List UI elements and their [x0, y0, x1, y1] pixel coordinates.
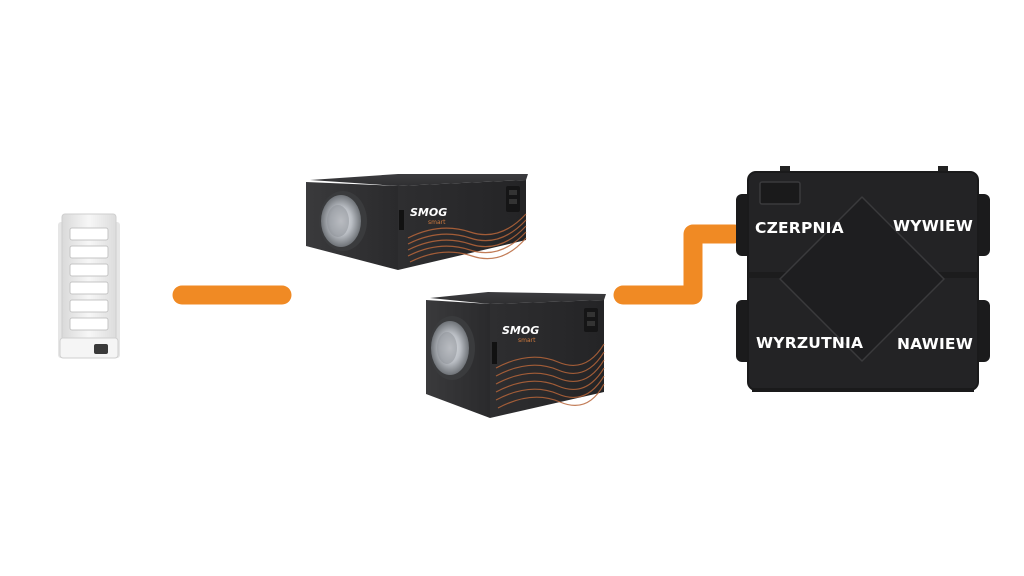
recuperator-base — [752, 388, 974, 392]
port-label-czerpnia: CZERPNIA — [755, 219, 844, 237]
wall-air-grille — [58, 213, 120, 359]
port-label-wyrzutnia: WYRZUTNIA — [756, 334, 864, 352]
filter-bottom-brand: SMOG — [502, 324, 539, 337]
connector-filter-to-recuperator — [613, 224, 744, 305]
filter-unit-bottom: SMOG smart — [426, 292, 606, 418]
recuperator-unit — [736, 166, 990, 391]
connector-lines — [172, 224, 744, 305]
filter-top-brand: SMOG — [410, 206, 447, 219]
port-label-nawiew: NAWIEW — [897, 335, 974, 353]
filter-top-sub: smart — [428, 219, 446, 226]
filter-bottom-sub: smart — [518, 337, 536, 344]
port-label-wywiew: WYWIEW — [893, 217, 974, 235]
filter-unit-top: SMOG smart — [306, 174, 528, 270]
